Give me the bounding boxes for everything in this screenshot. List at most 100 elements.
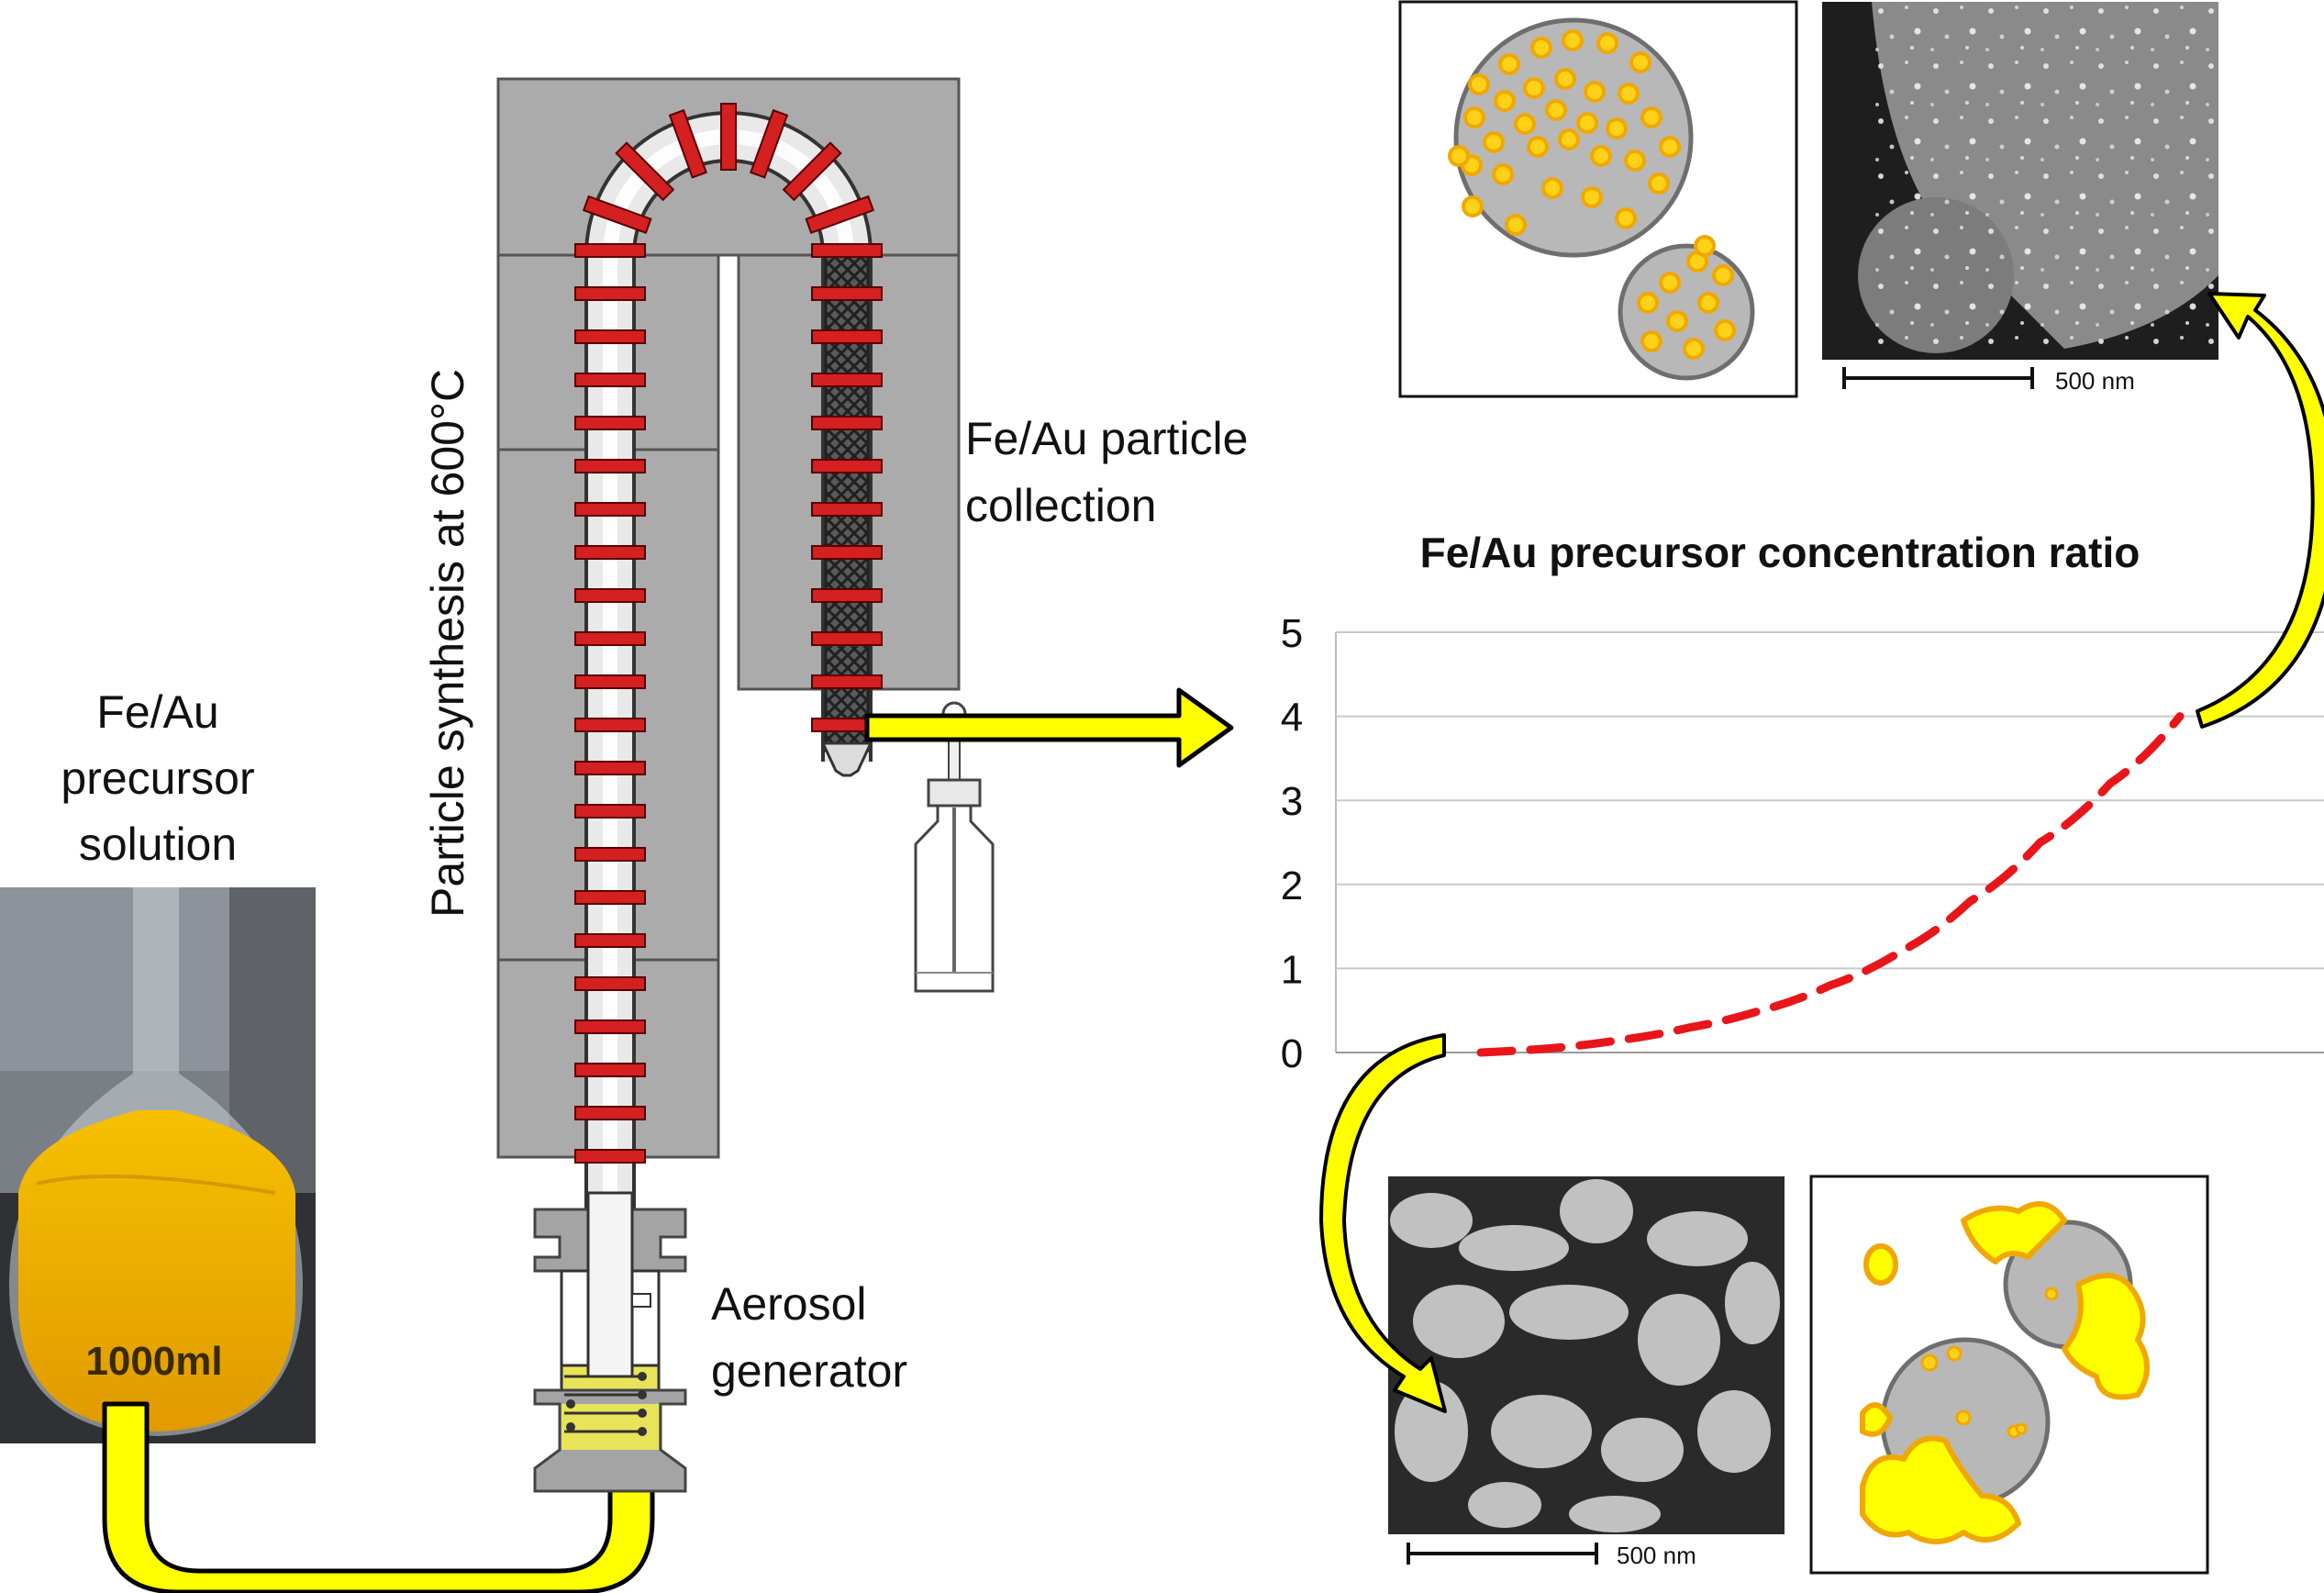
au-dot: [1697, 292, 1719, 314]
heater-band: [574, 1149, 646, 1164]
heater-band: [574, 502, 646, 517]
heater-band: [811, 286, 883, 301]
au-dot: [1666, 310, 1688, 332]
heater-band: [811, 588, 883, 603]
heater-band: [811, 459, 883, 473]
sem-image-top: 500 nm: [1822, 2, 2218, 396]
heater-band: [811, 416, 883, 430]
heater-band: [574, 761, 646, 775]
heater-band: [574, 329, 646, 344]
precursor-solution-label: Fe/Au precursor solution: [61, 686, 254, 870]
chart-title: Fe/Au precursor concentration ratio: [1420, 529, 2141, 576]
heater-band: [811, 329, 883, 344]
au-dot: [1558, 128, 1580, 150]
au-dot: [1683, 338, 1705, 360]
heater-band: [574, 459, 646, 473]
au-dot: [1494, 90, 1516, 112]
precursor-line-3: solution: [79, 819, 237, 870]
au-dot: [1640, 330, 1662, 352]
heater-band: [574, 286, 646, 301]
heater-band: [574, 588, 646, 603]
au-dot: [1576, 112, 1598, 134]
heater-band: [811, 631, 883, 646]
au-dot: [1463, 106, 1485, 128]
heater-band: [574, 804, 646, 819]
au-dot: [1714, 319, 1736, 341]
chart-gridlines: [1335, 631, 2324, 1053]
chart-y-tick-label: 3: [1281, 779, 1303, 824]
au-dot: [1541, 177, 1563, 199]
au-nanoparticles: [1448, 29, 1736, 360]
curved-arrow-top: [2196, 292, 2324, 729]
heater-band: [615, 141, 675, 202]
flask-marking: 1000ml: [85, 1339, 222, 1384]
au-dot: [1562, 29, 1584, 51]
heater-band: [811, 545, 883, 560]
au-dot: [1615, 207, 1637, 229]
heater-band: [574, 373, 646, 387]
heater-band: [574, 976, 646, 991]
au-dot: [1659, 136, 1681, 158]
precursor-line-1: Fe/Au: [96, 686, 218, 738]
heater-band: [720, 103, 737, 171]
au-dot: [1606, 117, 1628, 139]
heater-bands: [574, 103, 883, 1164]
heater-band: [574, 243, 646, 258]
au-dot: [1637, 292, 1659, 314]
au-dot: [1514, 113, 1536, 135]
schematic-au-rich: [1809, 1175, 2209, 1575]
collection-label-1: Fe/Au particle: [965, 413, 1248, 464]
au-dot: [1448, 145, 1470, 167]
au-dot: [1498, 53, 1520, 75]
heater-band: [811, 502, 883, 517]
chart-y-tick-label: 1: [1281, 947, 1303, 992]
chart-series-line: [1476, 712, 2185, 1057]
curved-arrow-bottom: [1319, 1033, 1447, 1413]
heater-band: [668, 108, 707, 179]
heater-band: [574, 416, 646, 430]
heater-band: [811, 373, 883, 387]
au-dot: [1648, 173, 1670, 195]
collection-label-2: collection: [965, 480, 1156, 531]
au-dot: [1712, 264, 1734, 286]
aerosol-label-1: Aerosol: [711, 1278, 867, 1330]
au-dot: [1624, 150, 1646, 172]
au-dot: [1640, 106, 1662, 128]
furnace: [496, 77, 961, 1159]
concentration-chart: Fe/Au precursor concentration ratio 0123…: [1281, 529, 2324, 1076]
au-dot: [1483, 131, 1505, 153]
sem-image-bottom: 500 nm: [1388, 1176, 1785, 1573]
heater-band: [805, 195, 875, 234]
au-dot: [1618, 83, 1640, 105]
feed-arrow: [102, 1401, 678, 1593]
heater-band: [574, 545, 646, 560]
heater-band: [574, 933, 646, 948]
au-dot: [1581, 186, 1603, 208]
au-dot: [1659, 272, 1681, 294]
chart-y-tick-label: 2: [1281, 863, 1303, 908]
outlet-arrow: [864, 687, 1234, 768]
au-dot: [1694, 235, 1716, 257]
au-dot: [1545, 99, 1567, 121]
au-dot: [1523, 77, 1545, 99]
au-dot: [1492, 163, 1514, 185]
au-dot: [1584, 81, 1606, 103]
au-dot: [1554, 68, 1576, 90]
au-dot: [1527, 136, 1549, 158]
heater-band: [574, 718, 646, 732]
collection-vial: [914, 701, 995, 993]
au-dot: [1462, 195, 1484, 217]
heater-band: [811, 674, 883, 689]
heater-band: [574, 890, 646, 905]
heater-band: [574, 1106, 646, 1120]
aerosol-generator: [533, 1191, 687, 1493]
schematic-decorated-spheres: [1398, 0, 1798, 398]
heater-band: [582, 195, 652, 234]
heater-band: [574, 674, 646, 689]
chart-y-tick-label: 5: [1281, 611, 1303, 656]
au-dot: [1505, 214, 1527, 236]
synthesis-label: Particle synthesis at 600°C: [422, 369, 473, 918]
heater-band: [574, 847, 646, 862]
